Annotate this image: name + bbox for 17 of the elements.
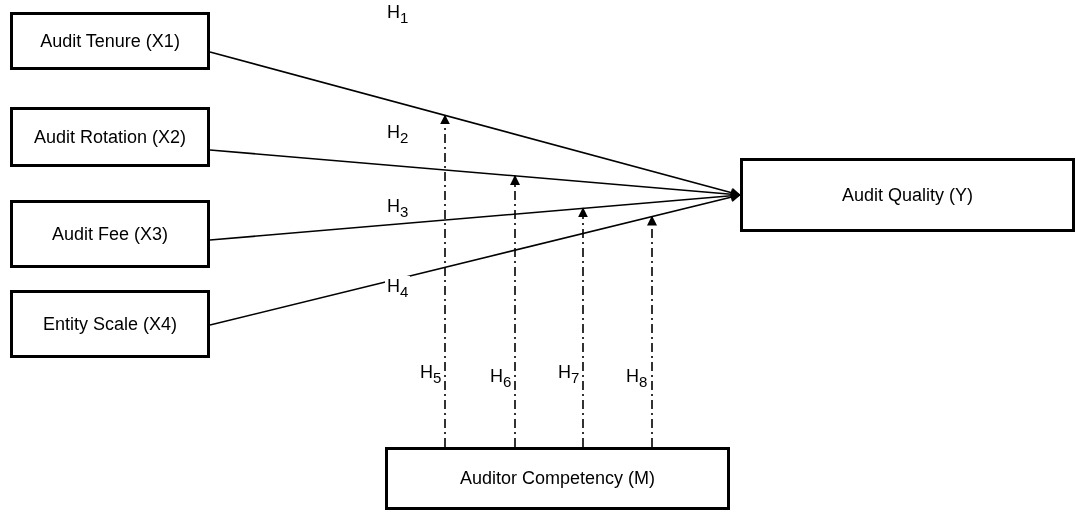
dash-dot-arrow (510, 174, 520, 448)
arrow (209, 192, 741, 326)
dash-dot-arrow (578, 207, 588, 448)
variable-box (10, 12, 210, 70)
dash-dot-arrow (440, 114, 450, 448)
box-label: Auditor Competency (M) (459, 468, 656, 489)
box-label: Audit Fee (X3) (51, 223, 169, 245)
box-label: Audit Tenure (X1) (40, 30, 180, 52)
box-label: Audit Rotation (X2) (33, 126, 187, 148)
box-label: Entity Scale (X4) (42, 313, 178, 335)
dash-dot-arrow (647, 215, 657, 448)
variable-box (10, 200, 210, 268)
variable-box (10, 290, 210, 358)
variable-box (740, 158, 1075, 232)
variable-box (385, 447, 730, 510)
box-label: Audit Quality (Y) (841, 184, 973, 206)
variable-box (10, 107, 210, 167)
